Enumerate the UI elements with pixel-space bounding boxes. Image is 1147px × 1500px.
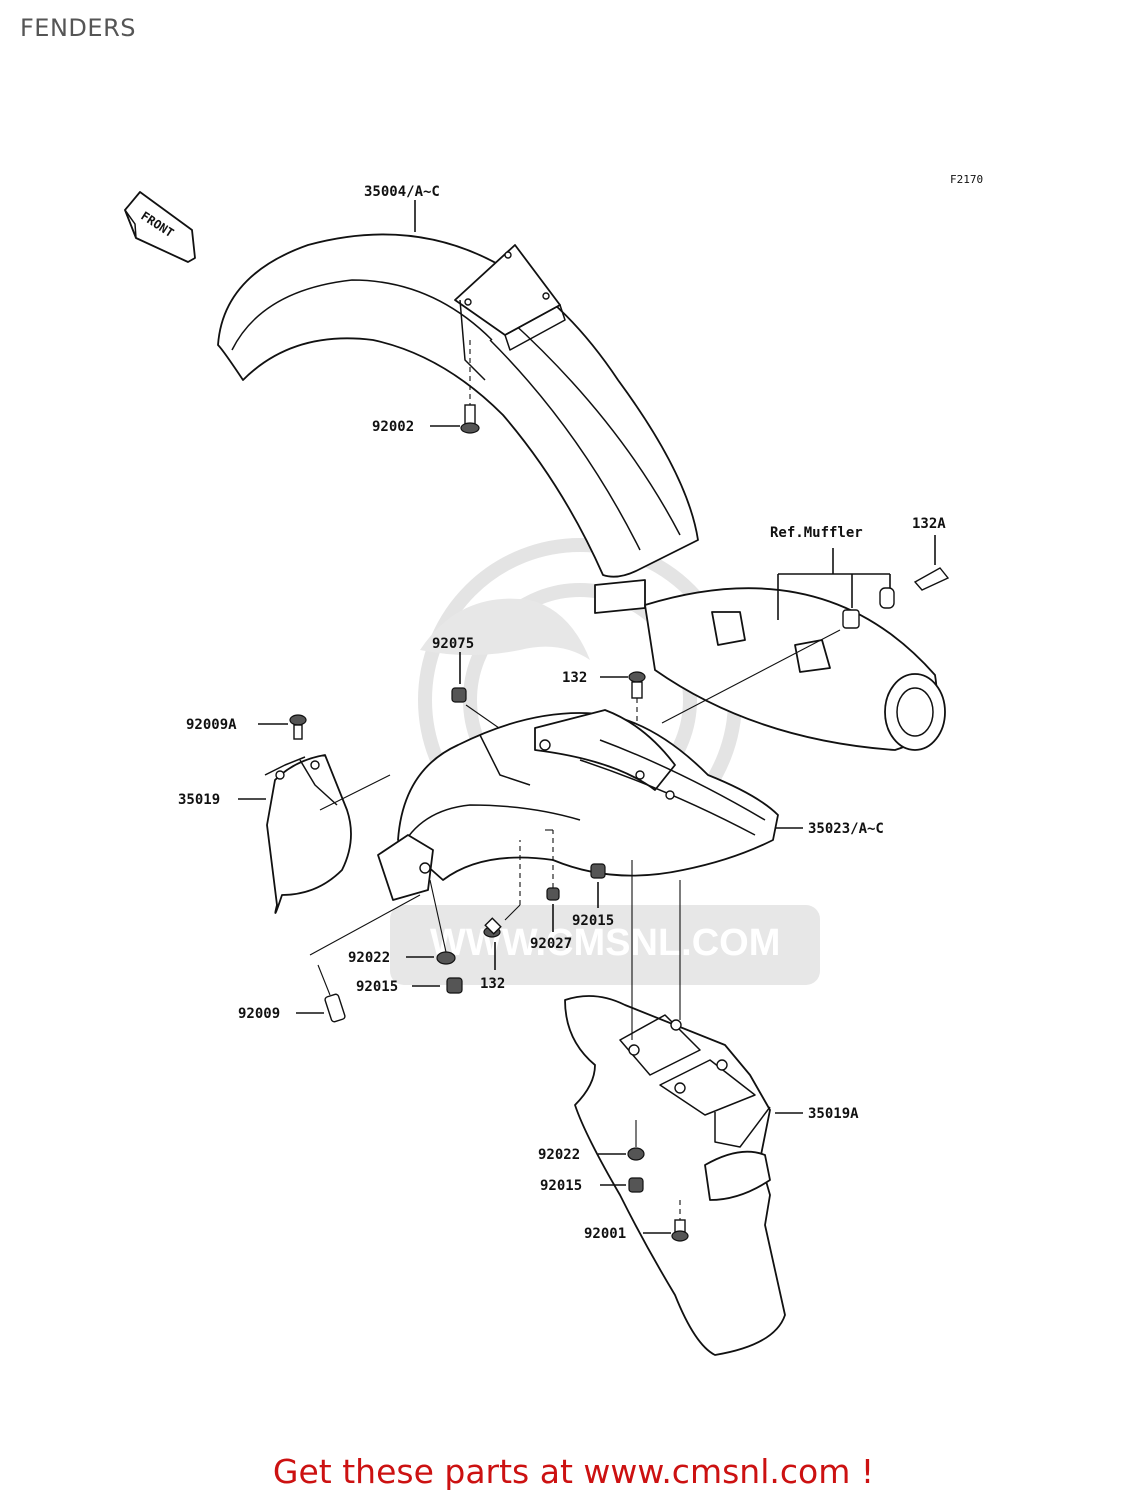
front-direction-arrow-icon: FRONT: [124, 191, 196, 263]
nut-mid: [545, 829, 560, 901]
label-nut-right: 92015: [572, 913, 614, 929]
mud-flap: [264, 754, 352, 914]
label-collar-top: 92075: [432, 636, 474, 652]
washer-left-icon: [436, 951, 456, 965]
nut-left-icon: [446, 977, 463, 994]
label-nut-mid: 92027: [530, 936, 572, 952]
collar-left: [309, 894, 421, 1023]
label-bolt-lower: 92001: [584, 1226, 626, 1242]
rear-fender-bolt-bottom: [483, 840, 521, 938]
front-fender-bolt: [460, 340, 480, 434]
label-front-fender: 35004/A~C: [364, 184, 440, 200]
label-nut-lower: 92015: [540, 1178, 582, 1194]
parts-diagram: WWW.CMSNL.COM F2170 FRONT 35004/A~C 9200…: [124, 173, 983, 1356]
muffler-bolt: [913, 535, 950, 591]
label-flap: 35019: [178, 792, 220, 808]
washer-lower-icon: [627, 1147, 645, 1161]
bolt-lower: [671, 1200, 689, 1242]
label-rear-flap: 35019A: [808, 1106, 859, 1122]
label-washer-left: 92022: [348, 950, 390, 966]
rear-flap: [564, 860, 786, 1356]
collar-top-icon: [451, 687, 467, 703]
page-title: FENDERS: [20, 14, 136, 42]
figure-code: F2170: [950, 173, 983, 186]
muffler: [594, 579, 946, 751]
flap-bolt: [289, 714, 307, 740]
label-flap-bolt: 92009A: [186, 717, 237, 733]
label-collar-left: 92009: [238, 1006, 280, 1022]
label-nut-left: 92015: [356, 979, 398, 995]
nut-lower-icon: [628, 1177, 644, 1193]
nut-right: [590, 863, 606, 879]
label-bolt-bottom: 132: [480, 976, 505, 992]
label-bolt-top: 132: [562, 670, 587, 686]
label-reference-muffler: Ref.Muffler: [770, 525, 863, 541]
footer-cta-link[interactable]: Get these parts at www.cmsnl.com !: [272, 1452, 875, 1491]
label-rear-fender: 35023/A~C: [808, 821, 884, 837]
label-front-fender-bolt: 92002: [372, 419, 414, 435]
label-muffler-bolt: 132A: [912, 516, 946, 532]
label-washer-lower: 92022: [538, 1147, 580, 1163]
rear-fender: [377, 709, 779, 901]
front-fender: [217, 233, 699, 578]
